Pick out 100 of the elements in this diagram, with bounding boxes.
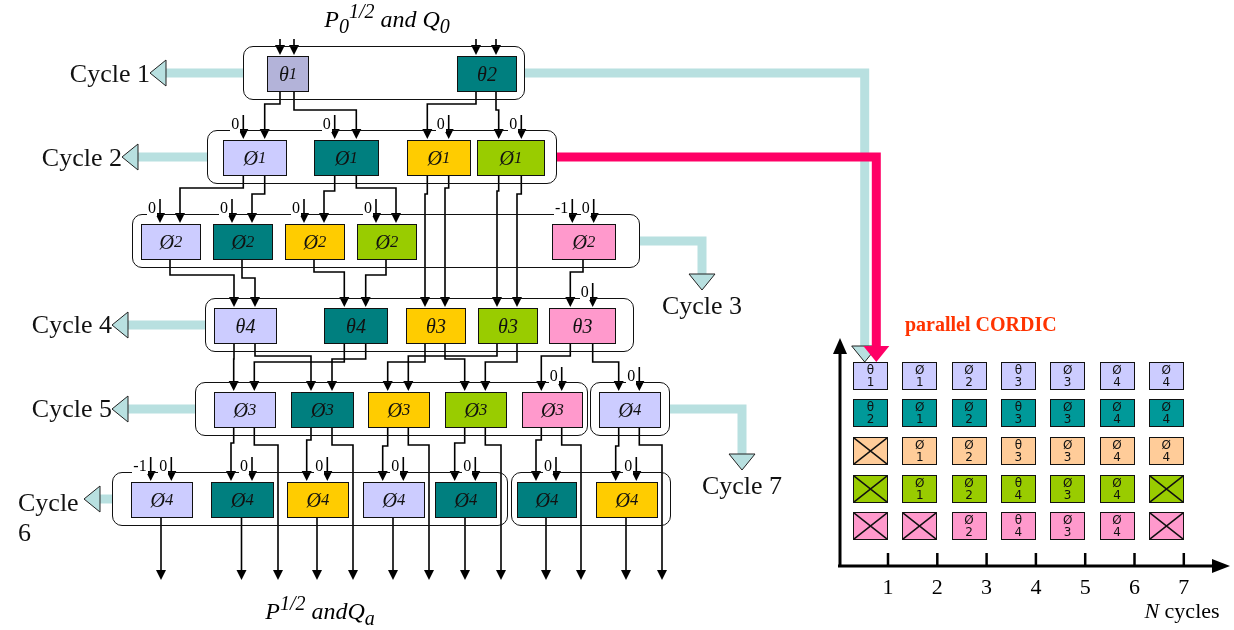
edge-label: 0 bbox=[543, 458, 553, 474]
schedule-cell: Ø 2 bbox=[951, 362, 987, 390]
schedule-cell: Ø 2 bbox=[951, 437, 987, 465]
arrow bbox=[155, 198, 165, 223]
tick-label: 7 bbox=[1177, 574, 1191, 600]
arrow bbox=[175, 174, 245, 223]
schedule-cell: Ø 3 bbox=[1050, 475, 1086, 503]
tick-label: 5 bbox=[1078, 574, 1092, 600]
arrow bbox=[322, 456, 333, 481]
schedule-cell: Ø 2 bbox=[951, 399, 987, 427]
arrow bbox=[470, 456, 481, 481]
arrow bbox=[319, 174, 336, 223]
arrow bbox=[238, 114, 249, 139]
crossed-out-cell bbox=[853, 437, 888, 465]
arrow bbox=[299, 198, 309, 223]
schedule-cell: θ 1 bbox=[853, 362, 888, 390]
arrow bbox=[444, 342, 470, 391]
arrow bbox=[236, 516, 247, 580]
block-arrow bbox=[121, 143, 207, 171]
arrow bbox=[492, 174, 502, 307]
arrow bbox=[460, 516, 470, 580]
arrow bbox=[166, 456, 177, 481]
cycle-group-frame bbox=[511, 472, 671, 526]
edge-label: 0 bbox=[579, 284, 590, 300]
edge-label: -1 bbox=[554, 200, 570, 216]
arrow bbox=[493, 90, 504, 139]
schedule-cell: θ 3 bbox=[1000, 362, 1036, 390]
cycle-group-frame bbox=[243, 46, 525, 100]
edge-label: 0 bbox=[390, 458, 401, 474]
arrow bbox=[254, 342, 316, 391]
cycle-group-frame bbox=[207, 130, 557, 184]
cycle-label: Cycle 2 bbox=[22, 142, 122, 174]
edge-label: 0 bbox=[219, 200, 229, 216]
cycle-group-frame bbox=[132, 214, 640, 268]
input-label: P$_{0}$$^{1/2}$ and Q$_{0}$ bbox=[323, 0, 451, 38]
schedule-cell: Ø 4 bbox=[1099, 512, 1135, 540]
arrow bbox=[331, 426, 358, 580]
arrow bbox=[587, 282, 598, 307]
crossed-out-cell bbox=[1148, 475, 1184, 503]
arrow bbox=[536, 342, 572, 391]
arrow bbox=[621, 516, 631, 580]
schedule-cell: Ø 4 bbox=[1148, 362, 1184, 390]
schedule-cell: Ø 4 bbox=[1099, 362, 1135, 390]
cycle-label: Cycle 4 bbox=[12, 309, 112, 341]
schedule-cell: Ø 2 bbox=[951, 475, 987, 503]
cycle-label: Cycle 3 bbox=[652, 290, 752, 322]
arrow bbox=[516, 114, 527, 139]
tick-label: 2 bbox=[930, 574, 944, 600]
schedule-cell: Ø 4 bbox=[1099, 399, 1135, 427]
arrow bbox=[249, 342, 346, 391]
edge-label: 0 bbox=[508, 116, 519, 132]
arrow bbox=[443, 114, 454, 139]
arrow bbox=[301, 426, 312, 481]
tick-label: 1 bbox=[881, 574, 895, 600]
schedule-cell: θ 4 bbox=[1000, 512, 1036, 540]
arrow bbox=[449, 426, 466, 481]
block-arrow bbox=[557, 152, 890, 362]
arrow bbox=[610, 426, 621, 481]
edge-label: -1 bbox=[132, 458, 148, 474]
process-block: θ3 bbox=[478, 308, 538, 344]
crossed-out-cell bbox=[853, 512, 888, 540]
edge-label: 0 bbox=[291, 200, 301, 216]
arrow bbox=[551, 456, 561, 481]
cycle-group-frame bbox=[195, 382, 588, 436]
schedule-cell: Ø 1 bbox=[902, 399, 938, 427]
arrow bbox=[145, 456, 156, 481]
cycle-group-frame bbox=[112, 472, 508, 526]
arrow bbox=[228, 342, 239, 391]
schedule-cell: θ 4 bbox=[1000, 475, 1036, 503]
cycle-label: Cycle 6 bbox=[18, 486, 84, 550]
arrow bbox=[398, 456, 409, 481]
block-arrow bbox=[83, 485, 112, 513]
cycle-label: Cycle 5 bbox=[12, 393, 112, 425]
arrow bbox=[371, 198, 381, 223]
arrow bbox=[259, 90, 281, 139]
arrow bbox=[541, 516, 551, 580]
arrow bbox=[169, 258, 239, 307]
arrow bbox=[591, 342, 624, 391]
arrow bbox=[227, 198, 237, 223]
schedule-cell: Ø 4 bbox=[1148, 437, 1184, 465]
arrow bbox=[275, 38, 285, 55]
arrow bbox=[156, 516, 166, 580]
crossed-out-cell bbox=[1148, 512, 1184, 540]
block-arrow bbox=[149, 59, 243, 87]
schedule-cell: Ø 1 bbox=[902, 362, 938, 390]
arrow bbox=[634, 366, 645, 391]
arrow bbox=[327, 342, 367, 391]
arrow bbox=[484, 426, 506, 580]
edge-label: 0 bbox=[548, 368, 559, 384]
arrow bbox=[407, 426, 434, 580]
crossed-out-cell bbox=[853, 475, 888, 503]
arrow bbox=[247, 174, 266, 223]
process-block: θ2 bbox=[457, 56, 517, 92]
process-block: θ3 bbox=[406, 308, 466, 344]
output-label: P$^{1/2}$ andQ$_{a}$ bbox=[264, 592, 376, 630]
schedule-cell: Ø 3 bbox=[1050, 399, 1086, 427]
arrow bbox=[403, 342, 498, 391]
edge-label: 0 bbox=[623, 458, 634, 474]
arrow bbox=[241, 258, 260, 307]
chart-title: parallel CORDIC bbox=[905, 313, 1058, 336]
